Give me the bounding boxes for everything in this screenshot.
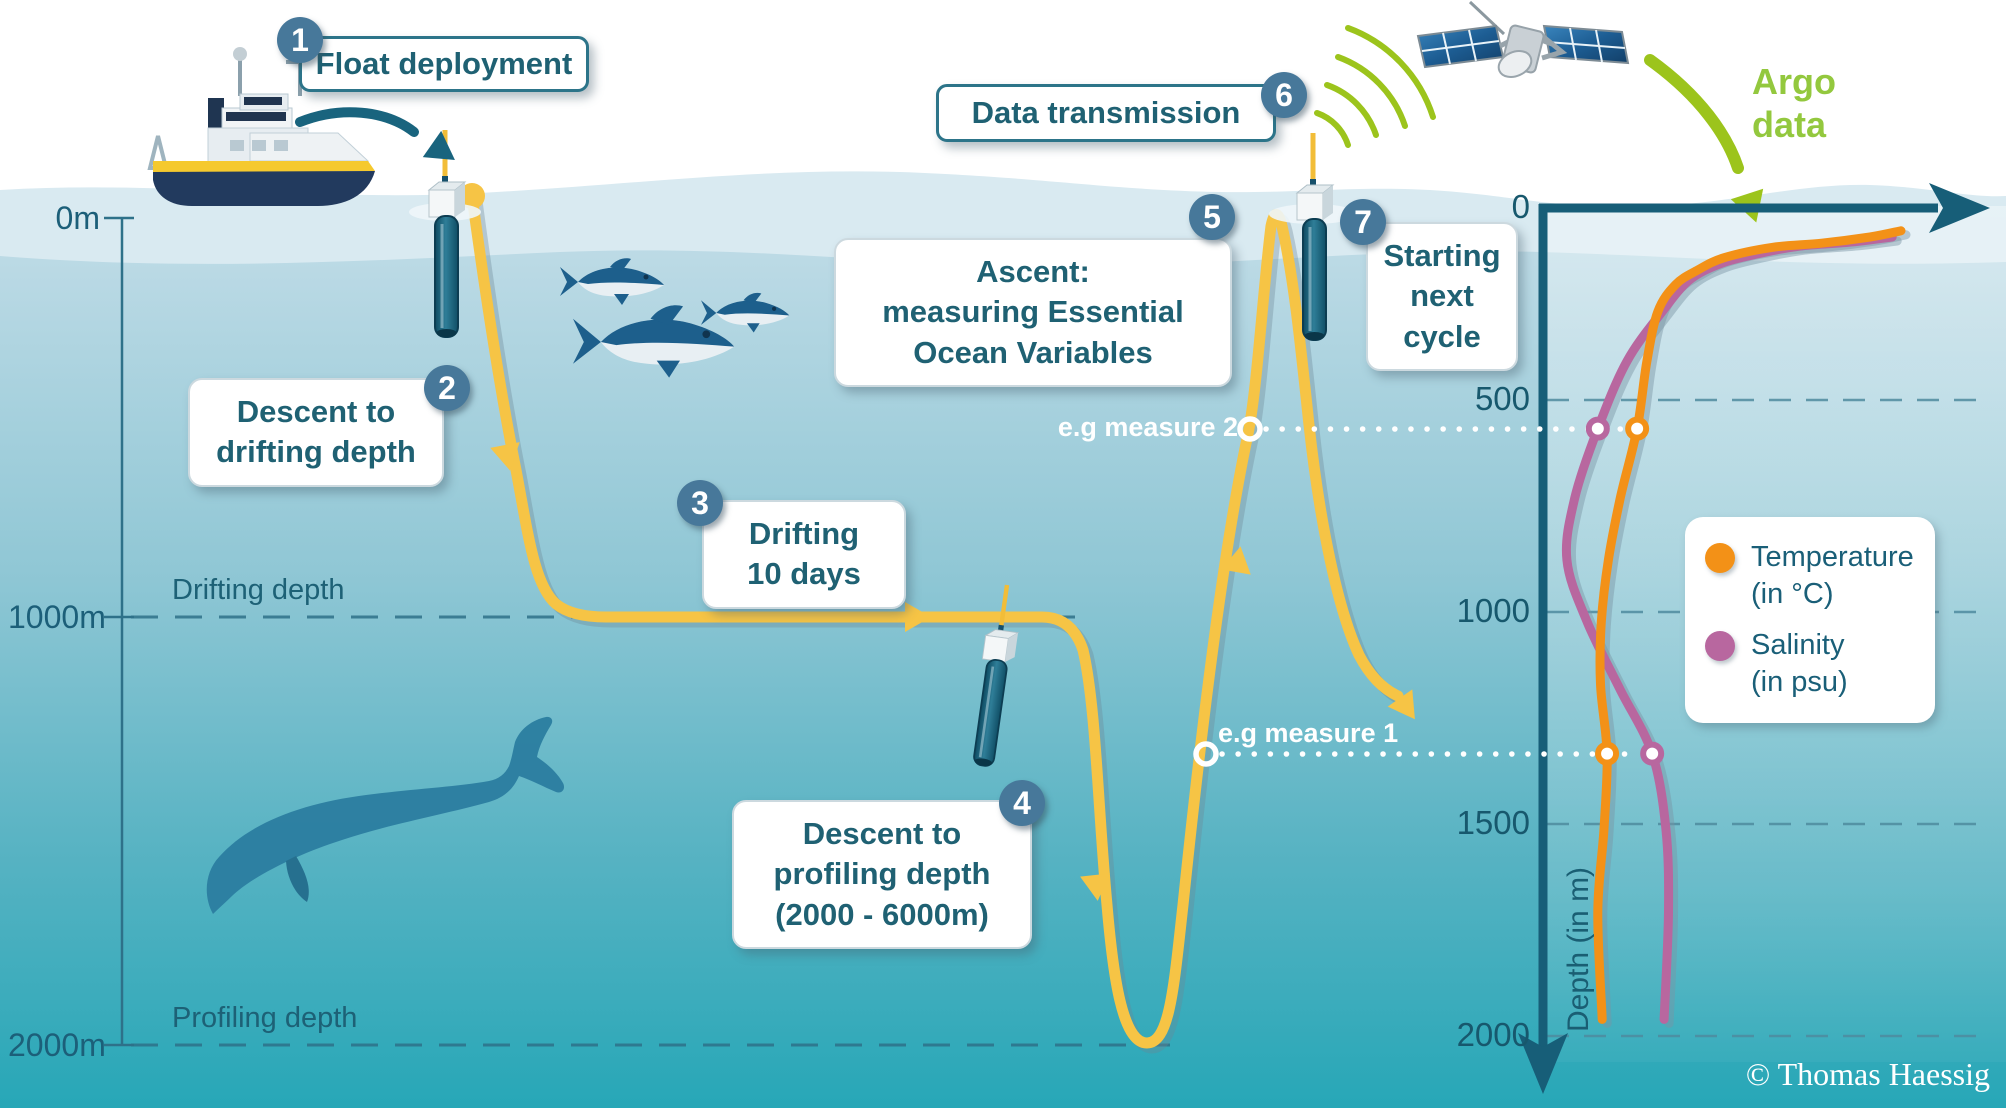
step-badge-5: 5 [1189,194,1235,240]
temperature-legend-label: Temperature (in °C) [1751,541,1914,611]
signal-arcs-icon [1314,25,1436,148]
y-tick-0: 0 [1511,188,1530,225]
step-badge-3: 3 [677,480,723,526]
measure-marker [1595,741,1620,766]
y-tick-2000: 2000 [1456,1016,1530,1053]
chart-axes [1518,183,1990,1094]
measure-1-label: e.g measure 1 [1218,718,1399,748]
y-tick-500: 500 [1474,380,1530,417]
temperature-swatch-icon [1705,543,1735,573]
step-box-descent-profiling: Descent to profiling depth (2000 - 6000m… [732,800,1032,949]
measure-links [1193,416,1643,767]
step-badge-7: 7 [1340,199,1386,245]
measure-marker [1585,416,1610,441]
step-box-ascent: Ascent: measuring Essential Ocean Variab… [834,238,1232,387]
depth-label-1000m: 1000m [8,599,106,635]
measure-markers [1585,416,1665,766]
measure-marker [1625,416,1650,441]
legend-item-salinity: Salinity (in psu) [1705,627,1915,701]
cycle-start-dot [459,183,485,209]
step-box-descent-drifting: Descent to drifting depth [188,378,444,487]
argo-data-label: Argo data [1752,61,1836,146]
step-box-float-deployment: Float deployment [299,36,589,92]
research-vessel [147,46,375,206]
profiling-depth-label: Profiling depth [172,1002,358,1034]
step-box-drifting: Drifting 10 days [702,500,906,609]
y-tick-1500: 1500 [1456,804,1530,841]
step-box-data-transmission: Data transmission [936,84,1276,142]
whale-silhouette [206,716,565,914]
satellite-icon [1416,0,1630,78]
salinity-legend-label: Salinity (in psu) [1751,629,1848,699]
y-tick-1000: 1000 [1456,592,1530,629]
step-box-next-cycle: Starting next cycle [1366,222,1518,371]
step-badge-4: 4 [999,780,1045,826]
measure-2-label: e.g measure 2 [1057,412,1238,442]
legend-item-temperature: Temperature (in °C) [1705,539,1915,613]
credit-line: © Thomas Haessig [1745,1056,1990,1092]
chart-legend: Temperature (in °C) Salinity (in psu) [1685,517,1935,724]
salinity-swatch-icon [1705,631,1735,662]
deployment-arrow [295,107,455,161]
cycle-arrowheads [490,442,1415,901]
measure-marker [1640,741,1665,766]
step-badge-2: 2 [424,365,470,411]
float-cycle-path [459,183,1415,1054]
depth-label-2000m: 2000m [8,1027,106,1063]
left-depth-axis [104,216,134,1047]
drifting-depth-label: Drifting depth [172,574,345,606]
step-badge-1: 1 [277,17,323,63]
depth-label-0m: 0m [55,200,100,236]
step-badge-6: 6 [1261,72,1307,118]
depth-axis-title: Depth (in m) [1562,866,1595,1032]
